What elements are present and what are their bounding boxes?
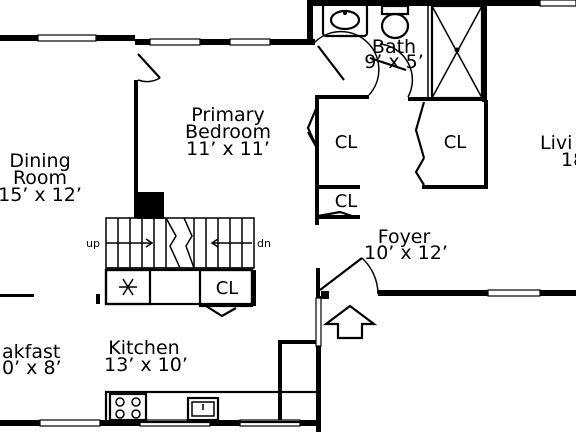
living-name: Livi <box>540 132 572 154</box>
foyer-name: Foyer <box>378 226 431 248</box>
doors <box>137 30 414 295</box>
kitchen-closet-box <box>198 268 254 308</box>
refrigerator <box>104 268 152 306</box>
entry-arrow-icon <box>322 304 378 340</box>
stairs-down-label: dn <box>257 237 271 250</box>
bedroom-name-2: Bedroom <box>185 121 271 143</box>
kitchen-sink-icon <box>186 396 220 422</box>
dining-name-1: Dining <box>9 150 70 172</box>
lower-counter <box>104 390 320 424</box>
bedroom-dims: 11’ x 11’ <box>186 138 270 160</box>
foyer-dims: 10’ x 12’ <box>364 242 448 264</box>
bedroom-name-1: Primary <box>191 104 264 126</box>
stove-icon <box>108 392 148 422</box>
breakfast-dims: 0’ x 8’ <box>2 357 62 379</box>
kitchen-dims: 13’ x 10’ <box>104 354 188 376</box>
stairs-up-label: up <box>86 237 100 250</box>
bath-fixtures <box>321 2 484 100</box>
kitchen-fixtures <box>104 268 320 424</box>
dining-dims: 15’ x 12’ <box>0 184 82 206</box>
closet-doors <box>205 101 426 318</box>
snowflake-icon <box>119 278 137 296</box>
living-dims: 18 <box>561 149 576 171</box>
shower-icon <box>430 4 484 100</box>
bath-dims: 9’ x 5’ <box>364 51 424 73</box>
stairs <box>105 217 255 269</box>
bath-closet-label: CL <box>444 132 467 153</box>
bath-name: Bath <box>372 36 416 58</box>
dining-name-2: Room <box>13 167 67 189</box>
bedroom-closet-2-label: CL <box>335 191 358 212</box>
bedroom-closet-1-label: CL <box>335 132 358 153</box>
toilet-icon <box>380 12 410 40</box>
breakfast-name: akfast <box>2 341 60 363</box>
sink-counter <box>321 2 369 38</box>
kitchen-closet-label: CL <box>216 278 239 299</box>
kitchen-name: Kitchen <box>108 337 179 359</box>
toilet-tank <box>380 4 410 16</box>
